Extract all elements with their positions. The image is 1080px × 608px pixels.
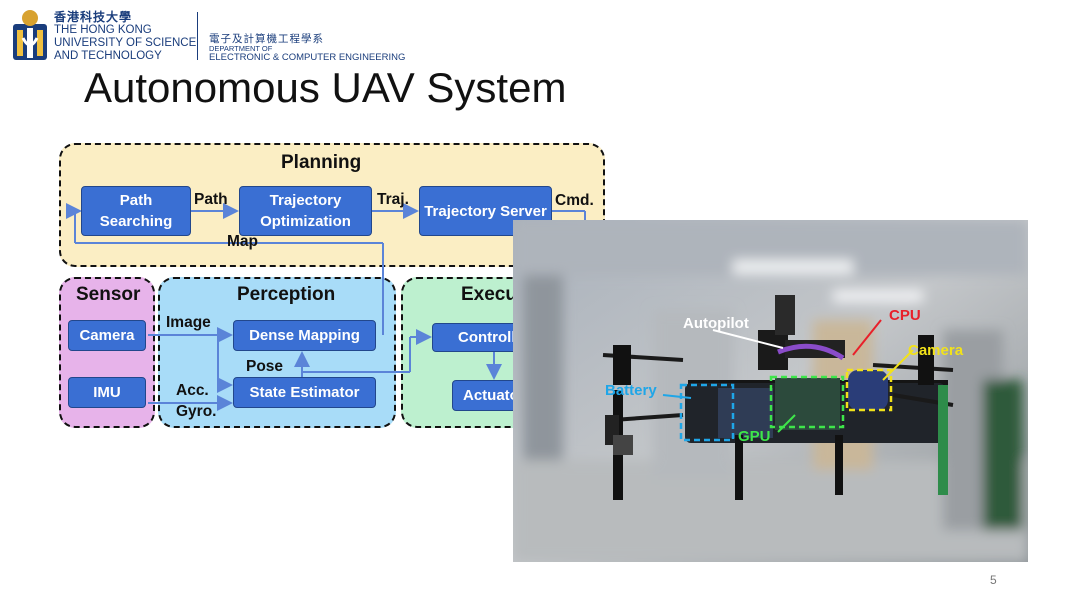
page-number: 5 (990, 573, 997, 587)
annotation-autopilot: Autopilot (683, 315, 749, 332)
edge-label-image: Image (166, 314, 211, 332)
drone-photo: Autopilot CPU Camera Battery GPU (513, 220, 1028, 562)
edge-label-path: Path (194, 191, 228, 209)
annotation-camera: Camera (908, 342, 963, 359)
state-estimator-block: State Estimator (233, 377, 376, 408)
annotation-battery: Battery (605, 382, 657, 399)
imu-block: IMU (68, 377, 146, 408)
drone-photo-image (513, 220, 1028, 562)
edge-label-acc: Acc. (176, 382, 209, 400)
edge-label-cmd: Cmd. (555, 192, 594, 210)
dense-mapping-block: Dense Mapping (233, 320, 376, 351)
edge-label-map: Map (227, 233, 258, 251)
edge-label-gyro: Gyro. (176, 403, 216, 421)
path-searching-block: Path Searching (81, 186, 191, 236)
trajectory-optimization-block: Trajectory Optimization (239, 186, 372, 236)
edge-label-traj: Traj. (377, 191, 409, 209)
camera-block: Camera (68, 320, 146, 351)
edge-label-pose: Pose (246, 358, 283, 376)
annotation-gpu: GPU (738, 428, 771, 445)
annotation-cpu: CPU (889, 307, 921, 324)
